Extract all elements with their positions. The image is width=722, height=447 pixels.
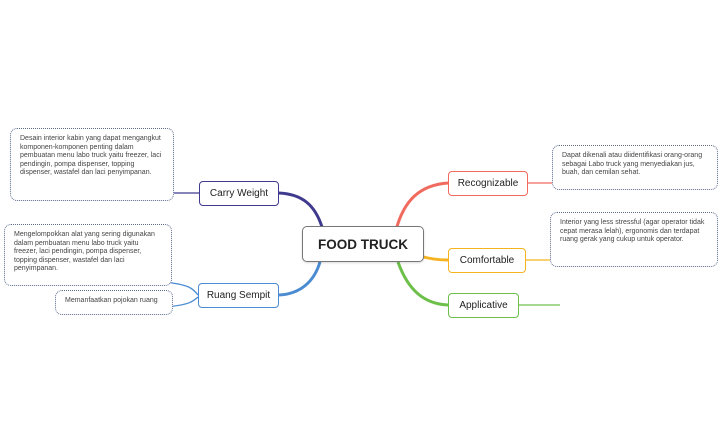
connector-comfortable: [419, 254, 449, 262]
topic-applicative[interactable]: Applicative: [448, 293, 519, 318]
topic-ruang-sempit-label: Ruang Sempit: [206, 290, 271, 301]
connector-recognizable: [394, 181, 449, 231]
note-carry-weight-text: Desain interior kabin yang dapat mengang…: [20, 135, 162, 177]
topic-ruang-sempit[interactable]: Ruang Sempit: [198, 283, 279, 308]
note-carry-weight[interactable]: Desain interior kabin yang dapat mengang…: [10, 128, 174, 201]
note-comfortable-text: Interior yang less stressful (agar opera…: [560, 219, 705, 244]
central-topic-label: FOOD TRUCK: [318, 236, 408, 252]
topic-comfortable[interactable]: Comfortable: [448, 248, 526, 273]
topic-comfortable-label: Comfortable: [459, 255, 515, 266]
topic-applicative-label: Applicative: [459, 300, 508, 311]
topic-carry-weight[interactable]: Carry Weight: [199, 181, 279, 206]
subtopic-ruang-sempit[interactable]: Memanfaatkan pojokan ruang: [55, 290, 173, 315]
connector-carry-weight: [278, 191, 324, 228]
topic-recognizable-label: Recognizable: [457, 178, 519, 189]
topic-carry-weight-label: Carry Weight: [209, 188, 269, 199]
note-recognizable[interactable]: Dapat dikenali atau diidentifikasi orang…: [552, 145, 718, 190]
note-ruang-sempit-text: Mengelompokkan alat yang sering digunaka…: [14, 231, 155, 273]
central-topic[interactable]: FOOD TRUCK: [302, 226, 424, 262]
connector-ruang-sempit: [278, 261, 322, 297]
note-recognizable-text: Dapat dikenali atau diidentifikasi orang…: [562, 152, 703, 177]
topic-recognizable[interactable]: Recognizable: [448, 171, 528, 196]
connector-applicative: [396, 261, 449, 307]
note-ruang-sempit[interactable]: Mengelompokkan alat yang sering digunaka…: [4, 224, 172, 286]
note-comfortable[interactable]: Interior yang less stressful (agar opera…: [550, 212, 718, 267]
subtopic-ruang-sempit-text: Memanfaatkan pojokan ruang: [65, 297, 158, 304]
